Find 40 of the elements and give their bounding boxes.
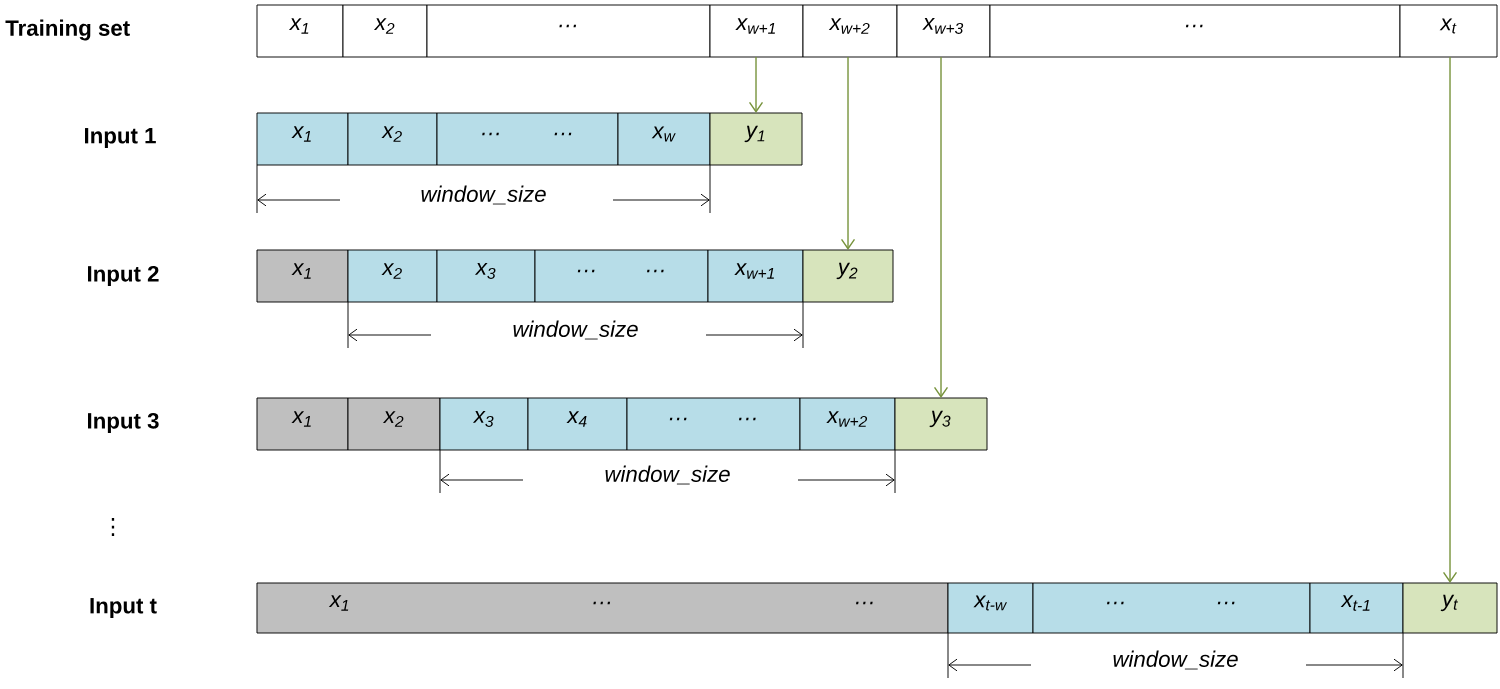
- row-label: Input t: [90, 598, 157, 618]
- sequence-cell: x$_{2}$: [342, 4, 428, 58]
- sequence-cell: x$_{2}$: [347, 249, 438, 303]
- sequence-cell: y$_{t}$: [1402, 582, 1498, 634]
- sequence-cell: x$_{1}$ … …: [256, 582, 949, 634]
- sequence-cell: x$_{w+2}$: [802, 4, 898, 58]
- ellipsis-mark: ⋮: [111, 518, 115, 536]
- sequence-cell: y$_{2}$: [802, 249, 894, 303]
- row-label: Training set: [5, 19, 130, 41]
- sequence-cell: x$_{2}$: [347, 397, 441, 451]
- sequence-cell: x$_{1}$: [256, 4, 344, 58]
- sequence-cell: y$_{1}$: [709, 112, 803, 166]
- arrow: [748, 56, 764, 113]
- sequence-cell: x$_{1}$: [256, 397, 349, 451]
- sequence-cell: … …: [626, 397, 801, 451]
- sequence-cell: x$_{t}$: [1399, 4, 1498, 58]
- sequence-cell: x$_{w+1}$: [709, 4, 804, 58]
- dimension-label: window_size: [513, 320, 638, 340]
- sequence-cell: x$_{2}$: [347, 112, 438, 166]
- sequence-cell: y$_{3}$: [894, 397, 988, 451]
- sequence-cell: x$_{1}$: [256, 112, 349, 166]
- arrow: [840, 56, 856, 250]
- sequence-cell: x$_{w+1}$: [707, 249, 804, 303]
- sequence-cell: x$_{3}$: [436, 249, 536, 303]
- sequence-cell: x$_{1}$: [256, 249, 349, 303]
- dimension-label: window_size: [605, 465, 730, 485]
- arrow: [933, 56, 949, 398]
- sequence-cell: x$_{t-1}$: [1309, 582, 1404, 634]
- row-label: Input 3: [88, 412, 159, 434]
- row-label: Input 2: [88, 265, 159, 287]
- sequence-cell: x$_{t-w}$: [947, 582, 1034, 634]
- arrow: [1442, 56, 1458, 583]
- sequence-cell: … …: [534, 249, 709, 303]
- sequence-cell: x$_{w+3}$: [896, 4, 991, 58]
- sequence-cell: x$_{w+2}$: [799, 397, 896, 451]
- dimension-label: window_size: [421, 185, 546, 205]
- sequence-cell: x$_{4}$: [527, 397, 628, 451]
- row-label: Input 1: [85, 128, 156, 148]
- sequence-cell: x$_{w}$: [617, 112, 711, 166]
- sequence-cell: x$_{3}$: [439, 397, 529, 451]
